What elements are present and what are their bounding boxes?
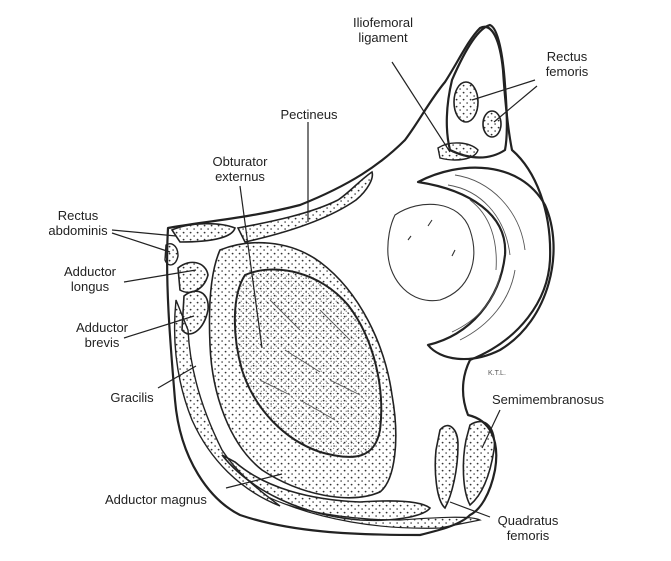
label-quadratus-femoris: Quadratus femoris [488, 513, 568, 543]
label-pectineus-line1: Pectineus [280, 107, 338, 122]
label-obturator-externus: Obturator externus [193, 154, 287, 184]
leader-gracilis [157, 365, 197, 389]
label-adductor-brevis-line2: brevis [84, 335, 120, 350]
label-rectus-femoris-line2: femoris [545, 64, 589, 79]
label-gracilis-line1: Gracilis [110, 390, 154, 405]
label-obturator-line1: Obturator [212, 154, 268, 169]
label-pectineus: Pectineus [262, 107, 356, 122]
acetabulum-rim [416, 166, 555, 361]
label-iliofemoral-line1: Iliofemoral [353, 15, 413, 30]
label-adductor-longus: Adductor longus [50, 264, 130, 294]
label-iliofemoral-ligament: Iliofemoral ligament [336, 15, 430, 45]
leader-rectus-femoris-1 [471, 79, 536, 101]
semimembranosus-shape [462, 420, 496, 507]
label-adductor-longus-line1: Adductor [63, 264, 117, 279]
acetabulum-fossa [387, 203, 475, 302]
leader-quadratus-femoris [449, 501, 491, 518]
pectineus-shape [236, 170, 374, 243]
acetabulum-marks [407, 219, 456, 257]
leader-adductor-magnus [225, 473, 283, 489]
label-quadratus-line2: femoris [506, 528, 550, 543]
label-rectus-femoris: Rectus femoris [530, 49, 604, 79]
label-adductor-brevis: Adductor brevis [62, 320, 142, 350]
adductor-longus-shape [177, 261, 209, 294]
leader-rectus-abdominis-1 [111, 229, 177, 237]
leader-rectus-abdominis-2 [111, 232, 171, 253]
leader-iliofemoral [391, 61, 451, 153]
label-rectus-abdominis-line2: abdominis [48, 223, 108, 238]
label-adductor-brevis-line1: Adductor [75, 320, 129, 335]
label-adductor-longus-line2: longus [70, 279, 110, 294]
leader-obturator-externus [239, 185, 263, 349]
label-quadratus-line1: Quadratus [497, 513, 559, 528]
label-rectus-abdominis: Rectus abdominis [36, 208, 120, 238]
gracilis-shape [173, 299, 281, 507]
bone-outline [165, 25, 552, 537]
label-obturator-line2: externus [215, 169, 265, 184]
label-adductor-magnus-line1: Adductor magnus [105, 492, 207, 507]
label-rectus-abdominis-line1: Rectus [57, 208, 99, 223]
rectus-abdominis-shape [170, 222, 236, 243]
adductor-magnus-shape [221, 454, 432, 522]
label-gracilis: Gracilis [92, 390, 172, 405]
leader-adductor-brevis [123, 315, 195, 339]
label-iliofemoral-line2: ligament [358, 30, 408, 45]
label-rectus-femoris-line1: Rectus [546, 49, 588, 64]
leader-rectus-femoris-2 [493, 85, 538, 123]
adductor-magnus-tail [269, 497, 482, 529]
rectus-femoris-reflected-head [482, 110, 502, 138]
obturator-foramen [233, 268, 383, 458]
artist-initials: K.T.L. [488, 370, 506, 377]
obturator-foramen-hatching [259, 299, 361, 421]
leader-lines [111, 61, 538, 518]
quadratus-femoris-shape [434, 424, 459, 510]
leader-adductor-longus [123, 269, 197, 283]
rectus-femoris-straight-head [453, 81, 479, 123]
label-semimembranosus-line1: Semimembranosus [492, 392, 604, 407]
iliofemoral-ligament-shape [437, 142, 479, 161]
rectus-abdominis-lower [164, 243, 179, 266]
leader-semimembranosus [481, 409, 501, 449]
label-semimembranosus: Semimembranosus [492, 392, 604, 407]
label-adductor-magnus: Adductor magnus [105, 492, 207, 507]
acetabulum-hatching [447, 174, 526, 341]
